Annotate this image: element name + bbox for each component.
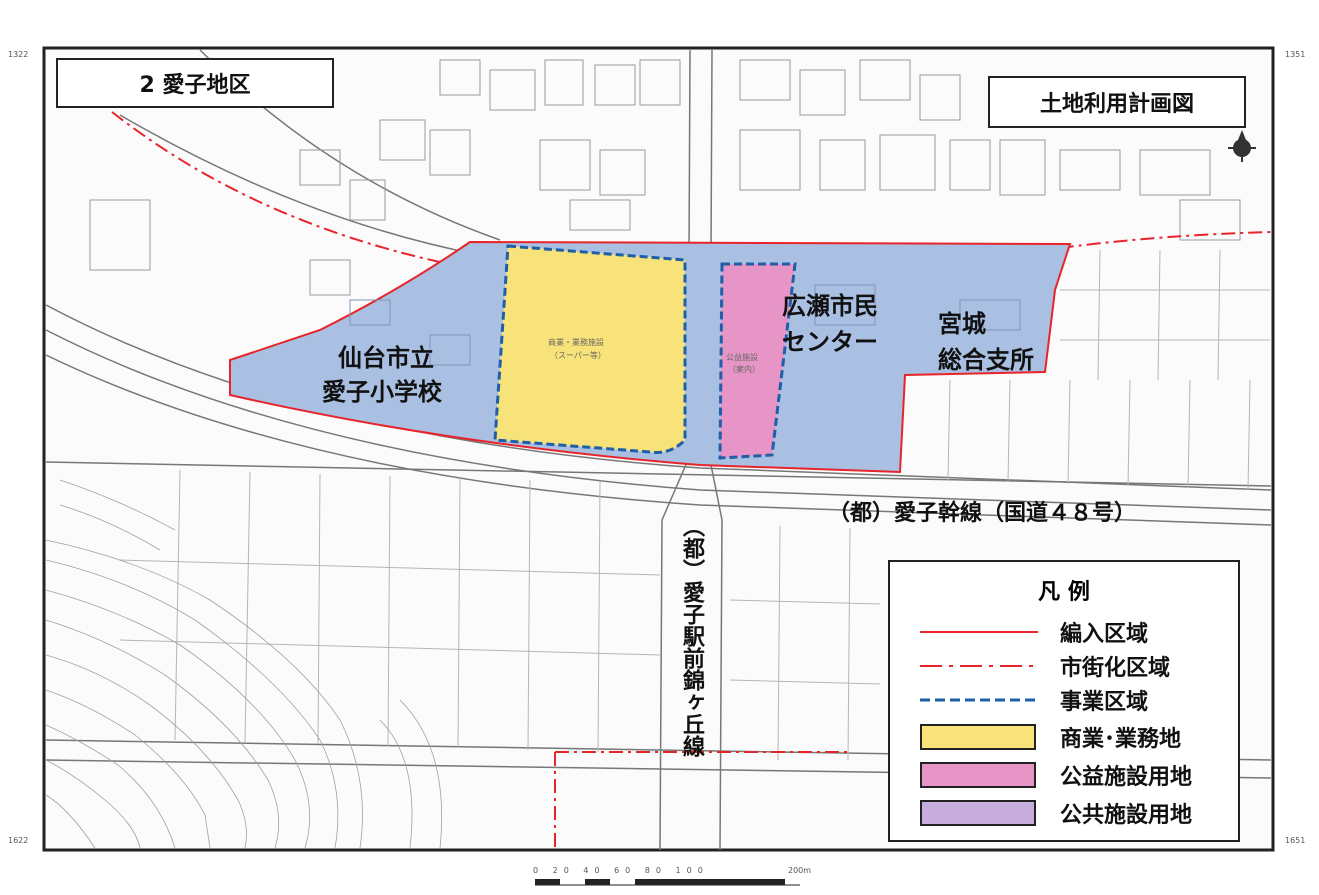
commercial-small-label-2: （スーパー等） xyxy=(550,351,606,360)
legend-label: 市街化区域 xyxy=(1060,656,1171,681)
urbanization-boundary-south xyxy=(554,751,850,848)
road-network xyxy=(45,49,1272,851)
school-label-line2: 愛子小学校 xyxy=(322,378,442,406)
legend-title: 凡 例 xyxy=(1038,580,1090,605)
public-benefit-area xyxy=(718,262,797,460)
main-road-label: （都）愛子幹線（国道４８号） xyxy=(828,501,1137,526)
public-small-label-1: 公益施設 xyxy=(726,353,758,362)
citizen-center-label-line2: センター xyxy=(782,328,878,356)
legend-label: 公益施設用地 xyxy=(1060,765,1193,790)
legend-label: 編入区域 xyxy=(1060,622,1149,647)
citizen-center-label-line1: 広瀬市民 xyxy=(782,292,878,320)
solid-red-line-icon xyxy=(920,619,1038,645)
scale-bar xyxy=(535,879,800,886)
corner-mark-top-right: 1351 xyxy=(1285,50,1306,59)
dash-dot-red-line-icon xyxy=(920,653,1038,679)
scale-ticks: 0 20 40 60 80 100 xyxy=(533,866,709,875)
commercial-area xyxy=(493,244,687,454)
corner-mark-bottom-right: 1651 xyxy=(1285,836,1306,845)
legend: 凡 例 編入区域 市街化区域 事業区域 商業･業務地 公益施設用地 公共施設用地 xyxy=(888,560,1240,842)
cross-road-label: （都）愛子駅前錦ヶ丘線 xyxy=(679,515,704,757)
pink-fill-icon xyxy=(920,762,1038,788)
legend-item: 商業･業務地 xyxy=(920,722,1181,752)
building-outlines xyxy=(349,284,1021,366)
legend-item: 公益施設用地 xyxy=(920,760,1192,790)
legend-label: 公共施設用地 xyxy=(1060,803,1193,828)
commercial-small-label-1: 商業・業務施設 xyxy=(548,338,604,347)
yellow-fill-icon xyxy=(920,724,1038,750)
north-arrow-icon xyxy=(1228,130,1256,162)
district-title: 2 愛子地区 xyxy=(56,58,334,108)
map-title: 土地利用計画図 xyxy=(988,76,1246,128)
corner-mark-top-left: 1322 xyxy=(8,50,29,59)
contour-lines xyxy=(45,479,443,849)
urbanization-boundary xyxy=(111,111,441,263)
branch-office-label-line2: 総合支所 xyxy=(938,346,1034,374)
legend-label: 事業区域 xyxy=(1060,690,1149,715)
field-grid xyxy=(119,249,1270,761)
public-small-label-2: （案内） xyxy=(728,365,760,374)
legend-item: 市街化区域 xyxy=(920,651,1170,681)
legend-item: 編入区域 xyxy=(920,617,1148,647)
branch-office-label-line1: 宮城 xyxy=(938,310,986,338)
legend-item: 公共施設用地 xyxy=(920,798,1192,828)
legend-item: 事業区域 xyxy=(920,685,1148,715)
corner-mark-bottom-left: 1622 xyxy=(8,836,29,845)
residential-parcels xyxy=(89,59,1241,296)
legend-label: 商業･業務地 xyxy=(1060,727,1182,752)
school-label-line1: 仙台市立 xyxy=(338,344,434,372)
dashed-blue-line-icon xyxy=(920,687,1038,713)
scale-end-label: 200m xyxy=(788,866,812,875)
purple-fill-icon xyxy=(920,800,1038,826)
